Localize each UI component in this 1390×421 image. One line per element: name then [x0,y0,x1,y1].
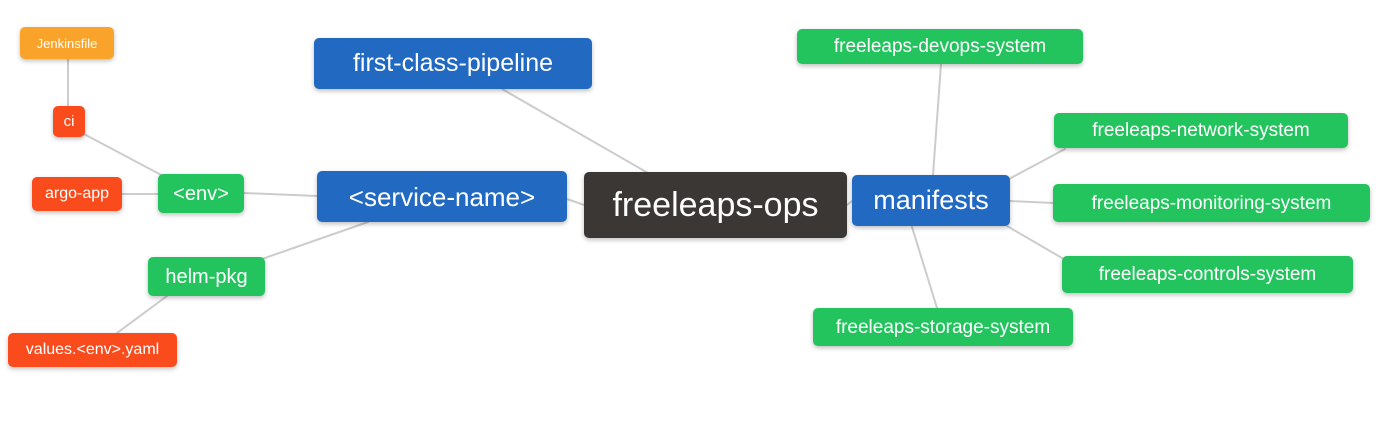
edge-service-name-ops [566,198,585,206]
node-helm-pkg[interactable]: helm-pkg [148,257,265,296]
edge-manifests-storage-system [911,226,938,309]
edge-env-service-name [243,192,318,197]
edge-ops-manifests [846,200,853,206]
node-service-name[interactable]: <service-name> [317,171,567,222]
node-freeleaps-network-system[interactable]: freeleaps-network-system [1054,113,1348,148]
edge-ci-env [83,133,166,178]
node-argo-app[interactable]: argo-app [32,177,122,211]
node-freeleaps-monitoring-system[interactable]: freeleaps-monitoring-system [1053,184,1370,222]
node-freeleaps-controls-system[interactable]: freeleaps-controls-system [1062,256,1353,293]
edge-manifests-devops-system [932,63,942,176]
node-freeleaps-ops[interactable]: freeleaps-ops [584,172,847,238]
edge-manifests-monitoring-system [1009,200,1054,204]
node-first-class-pipeline[interactable]: first-class-pipeline [314,38,592,89]
node-ci[interactable]: ci [53,106,85,137]
node-jenkinsfile[interactable]: Jenkinsfile [20,27,114,59]
node-values-env-yaml[interactable]: values.<env>.yaml [8,333,177,367]
node-freeleaps-storage-system[interactable]: freeleaps-storage-system [813,308,1073,346]
node-env[interactable]: <env> [158,174,244,213]
edge-helm-pkg-values-env-yaml [116,295,168,334]
node-freeleaps-devops-system[interactable]: freeleaps-devops-system [797,29,1083,64]
node-manifests[interactable]: manifests [852,175,1010,226]
edge-first-class-pipeline-ops [501,88,649,174]
edge-manifests-controls-system [1006,225,1063,259]
edge-manifests-network-system [1008,148,1066,180]
edge-service-name-helm-pkg [261,221,369,260]
